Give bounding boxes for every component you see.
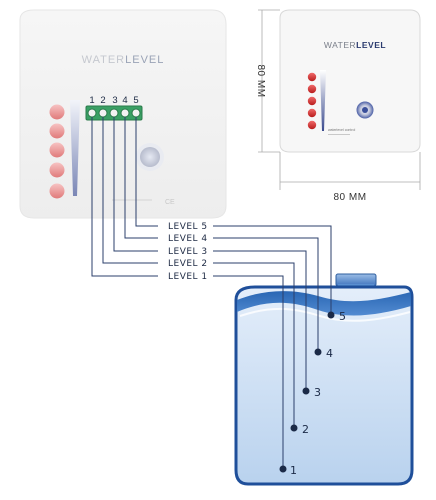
level-label-5: LEVEL 5 xyxy=(168,222,208,232)
probe-number-5: 5 xyxy=(339,310,346,323)
dim-width-label: 80 MM xyxy=(333,192,366,203)
product-level-gauge-bar xyxy=(320,70,326,131)
probe-number-3: 3 xyxy=(314,386,321,399)
probe-number-1: 1 xyxy=(290,464,297,477)
main-panel-fineprint xyxy=(112,199,152,201)
product-led-1 xyxy=(307,120,317,130)
probe-number-2: 2 xyxy=(302,423,309,436)
level-labels: LEVEL 5 LEVEL 4 LEVEL 3 LEVEL 2 LEVEL 1 xyxy=(158,220,213,282)
product-led-4 xyxy=(307,84,317,94)
probe-dot-1 xyxy=(279,465,287,473)
product-panel-leds xyxy=(307,72,317,130)
terminal-screw-3 xyxy=(109,108,119,118)
terminal-screw-5 xyxy=(131,108,141,118)
level-label-1-plate xyxy=(158,270,213,281)
main-panel-ce-mark: CE xyxy=(165,199,175,206)
wire-level-4 xyxy=(124,117,319,352)
level-label-1: LEVEL 1 xyxy=(168,272,208,282)
level-gauge-bar xyxy=(70,100,80,196)
tank-probes: 5 4 3 2 1 xyxy=(279,310,346,477)
product-led-5 xyxy=(307,72,317,82)
tank-rim-wave xyxy=(237,291,411,316)
led-2 xyxy=(49,162,65,178)
dimension-markings: 80 MM 80 MM xyxy=(255,9,421,203)
terminal-numbers: 1 2 3 4 5 xyxy=(89,95,138,106)
terminal-block xyxy=(85,105,143,121)
terminal-screw-1 xyxy=(87,108,97,118)
main-panel-button xyxy=(140,147,160,167)
probe-dot-3 xyxy=(302,387,310,395)
level-label-3: LEVEL 3 xyxy=(168,247,208,257)
terminal-number-3: 3 xyxy=(112,95,117,106)
led-5 xyxy=(49,104,65,120)
product-panel-button-center xyxy=(362,107,368,113)
terminal-number-4: 4 xyxy=(122,95,127,106)
led-3 xyxy=(49,142,65,158)
main-panel-brand: WATERLEVEL xyxy=(82,54,165,66)
level-label-2: LEVEL 2 xyxy=(168,259,208,269)
level-label-2-plate xyxy=(158,257,213,268)
probe-number-4: 4 xyxy=(326,347,333,360)
terminal-screw-4 xyxy=(120,108,130,118)
led-1 xyxy=(49,183,65,199)
level-label-4-plate xyxy=(158,232,213,243)
product-panel-body xyxy=(279,9,421,153)
main-panel-leds xyxy=(49,104,65,199)
probe-dot-5 xyxy=(327,311,335,319)
wire-level-5 xyxy=(135,117,332,315)
product-led-3 xyxy=(307,96,317,106)
led-4 xyxy=(49,123,65,139)
product-panel-fineprint: waterlevel control xyxy=(328,128,355,132)
main-controller-panel: WATERLEVEL 1 2 3 4 5 xyxy=(19,9,227,219)
probe-dot-4 xyxy=(314,348,322,356)
probe-dot-2 xyxy=(290,424,298,432)
level-label-5-plate xyxy=(158,220,213,231)
level-label-3-plate xyxy=(158,245,213,256)
product-panel-fineprint-line xyxy=(328,134,350,135)
product-panel: WATERLEVEL waterlevel control xyxy=(279,9,421,153)
level-label-4: LEVEL 4 xyxy=(168,234,208,244)
product-panel-brand: WATERLEVEL xyxy=(324,40,386,50)
product-brand-water: WATER xyxy=(324,40,356,50)
brand-water: WATER xyxy=(82,54,126,66)
brand-level: LEVEL xyxy=(125,54,164,66)
product-led-2 xyxy=(307,108,317,118)
tank-surface-highlight xyxy=(239,307,411,322)
product-brand-level: LEVEL xyxy=(356,40,386,50)
tank-body xyxy=(234,285,414,486)
terminal-number-1: 1 xyxy=(89,95,94,106)
water-tank xyxy=(234,273,414,486)
terminal-screw-2 xyxy=(98,108,108,118)
terminal-number-5: 5 xyxy=(133,95,138,106)
dim-height-label: 80 MM xyxy=(255,64,266,97)
terminal-number-2: 2 xyxy=(100,95,105,106)
